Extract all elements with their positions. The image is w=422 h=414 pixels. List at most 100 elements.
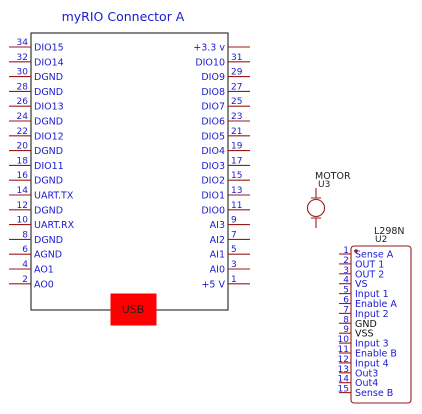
pin-number: 31 — [231, 53, 242, 63]
pin-label: Enable A — [355, 299, 397, 310]
pin-label: Out3 — [355, 368, 378, 379]
pin-number: 25 — [231, 97, 242, 107]
myrio-right-pin: 19 DIO4 — [201, 142, 250, 157]
pin-label: DIO5 — [201, 131, 225, 142]
myrio-right-pin: +3.3 v — [193, 43, 250, 54]
pin-label: DIO8 — [201, 87, 225, 98]
pin-number: 10 — [338, 335, 350, 345]
pin-number: 5 — [231, 245, 237, 255]
pin-number: 16 — [17, 171, 29, 181]
pin-number: 32 — [17, 53, 28, 63]
pin-number: 6 — [343, 296, 349, 306]
pin-label: DGND — [34, 72, 63, 83]
pin-number: 24 — [17, 112, 29, 122]
myrio-left-pin: 20 DGND — [9, 142, 63, 157]
driver-body — [350, 245, 412, 404]
pin-number: 17 — [231, 156, 242, 166]
pin-label: Sense A — [355, 250, 394, 261]
pin-number: 13 — [231, 186, 242, 196]
pin-number: 23 — [231, 112, 242, 122]
pin-number: 2 — [22, 275, 28, 285]
pin-label: Input 2 — [355, 309, 389, 320]
pin-number: 9 — [343, 325, 349, 335]
myrio-right-pin: 31 DIO10 — [195, 53, 250, 68]
driver-pin: 10 Input 3 — [338, 335, 389, 350]
pin-label: AGND — [34, 250, 62, 261]
pin-number: 14 — [338, 375, 350, 385]
pin-number: 18 — [17, 156, 29, 166]
pin-number: 20 — [17, 142, 29, 152]
pin-label: UART.RX — [34, 220, 75, 231]
pin-number: 12 — [17, 201, 28, 211]
pin-label: VS — [355, 279, 368, 290]
pin-number: 2 — [343, 256, 349, 266]
pin-label: DIO15 — [34, 43, 64, 54]
pin-number: 34 — [17, 38, 29, 48]
pin-label: AO1 — [34, 265, 54, 276]
pin-number: 11 — [338, 345, 349, 355]
pin-label: DGND — [34, 176, 63, 187]
pin-number: 6 — [22, 245, 28, 255]
pin-label: DIO13 — [34, 102, 64, 113]
myrio-right-pins: +3.3 v31DIO1029DIO927DIO825DIO723DIO621D… — [193, 43, 250, 290]
pin-label: DIO12 — [34, 131, 64, 142]
motor-ref: U3 — [318, 180, 330, 190]
pin-label: DIO7 — [201, 102, 225, 113]
pin-label: Input 4 — [355, 358, 389, 369]
pin-label: DIO4 — [201, 146, 225, 157]
myrio-left-pin: 2 AO0 — [9, 275, 54, 290]
pin-label: DGND — [34, 205, 63, 216]
pin-number: 8 — [343, 315, 349, 325]
pin-label: VSS — [355, 329, 374, 340]
pin-number: 4 — [22, 260, 28, 270]
pin-number: 22 — [17, 127, 28, 137]
usb-label: USB — [122, 303, 145, 316]
pin-label: Input 3 — [355, 339, 389, 350]
driver-ref: U2 — [375, 235, 387, 245]
pin-label: OUT 2 — [355, 269, 384, 280]
pin-label: DIO10 — [195, 57, 225, 68]
pin-label: DGND — [34, 146, 63, 157]
pin-number: 13 — [338, 365, 349, 375]
myrio-left-pin: 22 DIO12 — [9, 127, 64, 142]
pin-number: 14 — [17, 186, 29, 196]
pin-number: 28 — [17, 82, 29, 92]
driver-value: L298N — [374, 226, 405, 237]
pin-number: 12 — [338, 355, 349, 365]
pin-number: 8 — [22, 230, 28, 240]
myrio-right-pin: 1+5 V — [201, 275, 250, 290]
pin-label: DIO3 — [201, 161, 225, 172]
motor-symbol — [306, 198, 326, 218]
pin-label: DIO0 — [201, 205, 225, 216]
pin-label: AO0 — [34, 279, 54, 290]
driver-pin: 11 Enable B — [338, 345, 397, 360]
motor-component[interactable]: MOTOR U3 — [306, 171, 351, 228]
myrio-right-pin: 21 DIO5 — [201, 127, 250, 142]
usb-port — [110, 293, 157, 326]
pin-label: Enable B — [355, 349, 397, 360]
pin-label: DGND — [34, 235, 63, 246]
pin-number: 19 — [231, 142, 243, 152]
pin-number: 21 — [231, 127, 242, 137]
